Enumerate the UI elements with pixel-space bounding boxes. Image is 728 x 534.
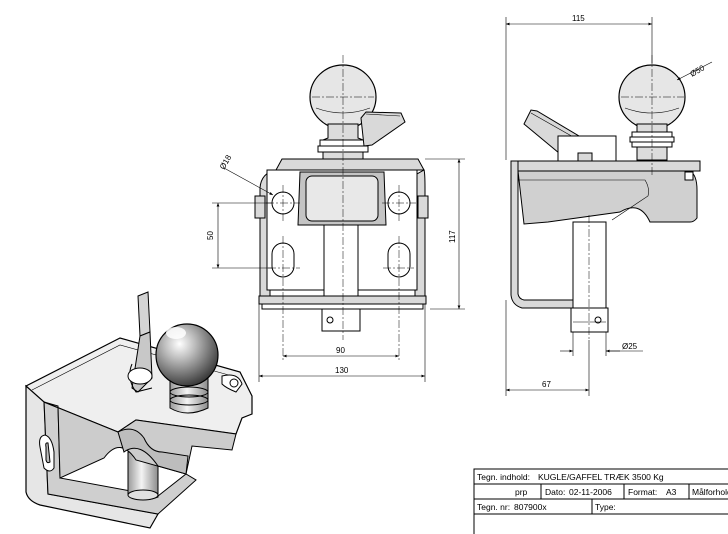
tb-format-label: Format:: [628, 487, 657, 497]
isometric-view: [24, 291, 253, 529]
dim-dia-18: Ø18: [218, 153, 234, 171]
side-view: [510, 55, 701, 340]
dim-dia-50: Ø50: [689, 63, 707, 79]
tb-content-label: Tegn. indhold:: [477, 472, 530, 482]
iso-lever: [137, 291, 151, 337]
tb-type-label: Type:: [595, 502, 616, 512]
tb-scale-label: Målforhold: [692, 487, 728, 497]
front-view: [254, 55, 429, 360]
tb-date-label: Dato:: [545, 487, 565, 497]
dim-height-50: 50: [206, 231, 215, 240]
dim-dia-25: Ø25: [622, 342, 638, 351]
dim-width-67: 67: [542, 380, 551, 389]
tb-drawing-no-value: 807900x: [514, 502, 547, 512]
dim-width-130: 130: [335, 366, 349, 375]
front-top-plate: [275, 158, 425, 171]
side-body: [517, 170, 698, 225]
tb-author: prp: [515, 487, 528, 497]
front-lever: [360, 111, 406, 147]
dim-height-117: 117: [448, 230, 457, 243]
tb-format-value: A3: [666, 487, 677, 497]
dim-width-115: 115: [572, 14, 585, 23]
iso-ball: [155, 323, 219, 387]
tb-date-value: 02-11-2006: [569, 487, 612, 497]
title-block: Tegn. indhold: KUGLE/GAFFEL TRÆK 3500 Kg…: [473, 468, 728, 534]
tb-drawing-no-label: Tegn. nr:: [477, 502, 510, 512]
dim-width-90: 90: [336, 346, 345, 355]
tb-content-value: KUGLE/GAFFEL TRÆK 3500 Kg: [538, 472, 664, 482]
front-dimensions: Ø18 50 117 90 130: [206, 153, 465, 382]
front-base: [258, 295, 427, 305]
side-top-plate: [513, 160, 701, 172]
